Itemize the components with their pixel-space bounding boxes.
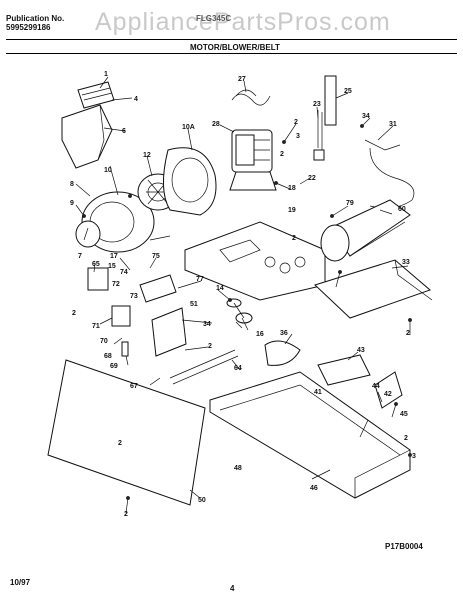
callout-33: 33 <box>402 259 410 266</box>
callout-1: 1 <box>104 71 108 78</box>
callout-74: 74 <box>120 269 128 276</box>
part-drive-belt <box>169 349 239 385</box>
callout-67: 67 <box>130 383 138 390</box>
fasteners <box>82 124 412 500</box>
callout-28: 28 <box>212 121 220 128</box>
callout-4: 4 <box>134 96 138 103</box>
callout-73: 73 <box>130 293 138 300</box>
callout-2-a: 2 <box>294 119 298 126</box>
callout-34-b: 34 <box>203 321 211 328</box>
section-title: MOTOR/BLOWER/BELT <box>190 43 280 52</box>
page-number: 4 <box>230 584 235 593</box>
callout-22: 22 <box>308 175 316 182</box>
callout-43-b: 45 <box>400 411 408 418</box>
callout-43-a: 43 <box>357 347 365 354</box>
callout-41: 41 <box>314 389 322 396</box>
callout-75: 75 <box>152 253 160 260</box>
callout-51: 51 <box>190 301 198 308</box>
part-idler-bracket <box>264 340 371 386</box>
publication-label: Publication No. <box>6 14 65 23</box>
callout-27: 27 <box>238 76 246 83</box>
callout-8: 8 <box>70 181 74 188</box>
callout-17: 17 <box>110 253 118 260</box>
part-right-rail <box>314 259 433 319</box>
callout-10a: 10A <box>182 124 195 131</box>
callout-31: 31 <box>389 121 397 128</box>
part-exhaust-duct <box>61 104 113 169</box>
callout-23: 23 <box>313 101 321 108</box>
callout-48: 48 <box>234 465 242 472</box>
callout-60: 60 <box>398 206 406 213</box>
footer-date: 10/97 <box>10 578 31 587</box>
callout-15-a: 15 <box>108 263 116 270</box>
callout-2-g: 2 <box>118 440 122 447</box>
part-motor-base-plate <box>184 221 326 301</box>
callout-3-a: 3 <box>296 133 300 140</box>
callout-77: 77 <box>196 276 204 283</box>
callout-2-f: 2 <box>72 310 76 317</box>
callout-3-b: 3 <box>412 453 416 460</box>
callout-2-i: 2 <box>280 151 284 158</box>
callout-6: 6 <box>122 128 126 135</box>
part-toe-panel <box>47 359 206 506</box>
callout-50: 50 <box>198 497 206 504</box>
callout-46: 46 <box>310 485 318 492</box>
part-support-bracket <box>374 371 403 409</box>
callout-71: 71 <box>92 323 100 330</box>
callout-70: 70 <box>100 338 108 345</box>
part-filter-strip <box>77 81 115 109</box>
callout-16: 16 <box>256 331 264 338</box>
callout-64: 64 <box>234 365 242 372</box>
part-drive-motor <box>229 129 277 191</box>
callout-labels: 1 4 6 10 10A 12 28 27 2 3 23 25 34 31 8 … <box>70 71 416 518</box>
callout-44: 44 <box>372 383 380 390</box>
callout-42: 42 <box>384 391 392 398</box>
part-motor-wire-harness <box>231 89 271 106</box>
publication-number: 5995299186 <box>6 23 51 32</box>
part-thermostat-assembly <box>87 267 187 357</box>
part-base-frame <box>209 371 411 499</box>
part-drum-cylinder <box>320 199 411 262</box>
callout-65: 65 <box>92 261 100 268</box>
callout-72: 72 <box>112 281 120 288</box>
callout-2-e: 2 <box>406 330 410 337</box>
header-rule-top <box>6 39 457 40</box>
callout-18: 18 <box>288 185 296 192</box>
header-rule-bottom <box>6 53 457 54</box>
callout-2-h: 2 <box>292 235 296 242</box>
callout-10: 10 <box>104 167 112 174</box>
leader-lines <box>75 76 411 514</box>
callout-79: 79 <box>346 200 354 207</box>
callout-36: 36 <box>280 330 288 337</box>
callout-69: 69 <box>110 363 118 370</box>
part-mounting-bracket <box>313 75 337 161</box>
callout-9: 9 <box>70 200 74 207</box>
callout-68: 68 <box>104 353 112 360</box>
callout-2-d: 2 <box>124 511 128 518</box>
part-blower-housing-10a <box>163 147 217 216</box>
callout-14: 14 <box>216 285 224 292</box>
watermark-text: AppliancePartsPros.com <box>95 8 391 36</box>
callout-7: 7 <box>78 253 82 260</box>
callout-12: 12 <box>143 152 151 159</box>
model-number: FLG345C <box>196 14 232 23</box>
callout-2-c: 2 <box>404 435 408 442</box>
callout-34-a: 34 <box>362 113 370 120</box>
callout-25: 25 <box>344 88 352 95</box>
drawing-number: P17B0004 <box>385 542 423 551</box>
part-idler-pulley <box>226 298 253 324</box>
part-power-cord <box>364 139 415 209</box>
callout-2-b: 2 <box>208 343 212 350</box>
callout-19: 19 <box>288 207 296 214</box>
